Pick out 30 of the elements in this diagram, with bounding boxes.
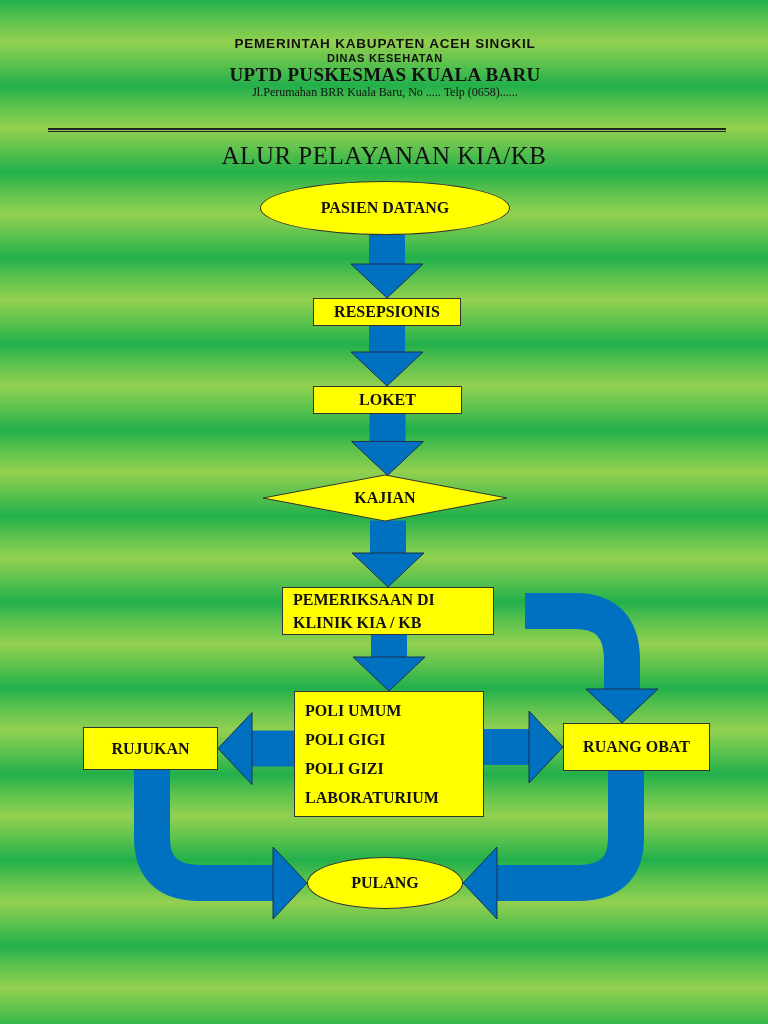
- process-box: [83, 727, 218, 770]
- node-label: RUJUKAN: [111, 738, 190, 759]
- header-text: DINAS KESEHATAN: [326, 51, 444, 65]
- process-box: [563, 723, 710, 771]
- block-arrow: [351, 520, 425, 588]
- node-label: LOKET: [359, 390, 416, 411]
- process-box: [294, 691, 484, 817]
- block-arrow: [350, 326, 424, 387]
- block-arrow: [350, 235, 424, 299]
- node-label: PASIEN DATANG: [320, 198, 450, 219]
- process-box: [282, 587, 494, 635]
- node-label: POLI UMUM: [305, 700, 402, 721]
- block-arrow: [525, 593, 659, 724]
- process-box: [313, 386, 462, 414]
- node-label: RUANG OBAT: [583, 737, 690, 758]
- node-label: KAJIAN: [354, 488, 416, 509]
- node-label: POLI GIZI: [305, 758, 384, 779]
- node-label: POLI GIGI: [305, 729, 386, 750]
- header-text: PEMERINTAH KABUPATEN ACEH SINGKIL: [234, 36, 536, 52]
- node-label: PEMERIKSAAN DI KLINIK KIA / KB: [293, 589, 436, 633]
- header-text: Jl.Perumahan BRR Kuala Baru, No ..... Telp (0658)......: [252, 86, 518, 100]
- node-label: RESEPSIONIS: [334, 302, 440, 323]
- node-label: PULANG: [351, 873, 419, 894]
- header-text: UPTD PUSKESMAS KUALA BARU: [229, 64, 541, 86]
- block-arrow: [352, 635, 426, 692]
- diagram-title: ALUR PELAYANAN KIA/KB: [221, 142, 547, 169]
- decision-diamond: [263, 475, 507, 521]
- process-box: [313, 298, 461, 326]
- block-arrow: [351, 414, 424, 476]
- node-label: LABORATURIUM: [305, 787, 439, 808]
